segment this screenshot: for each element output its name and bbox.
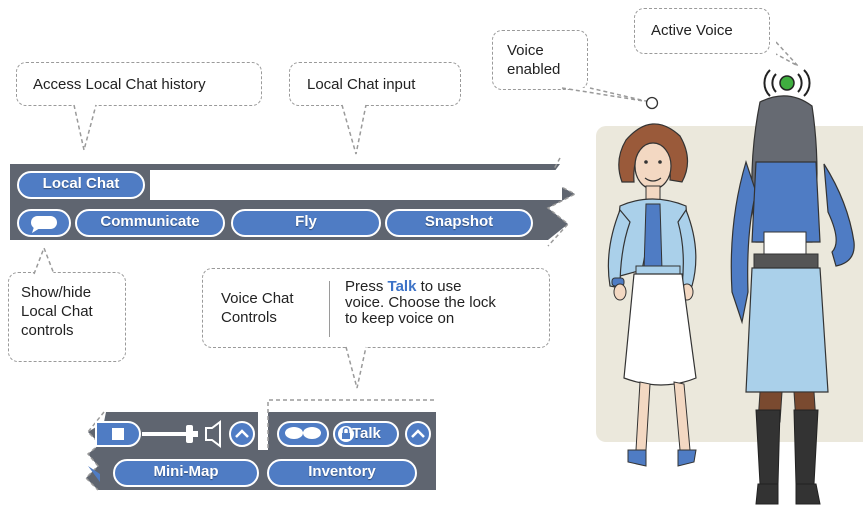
voice-indicator-icon <box>763 69 811 97</box>
callout-show-hide-line2: Local Chat <box>21 303 93 320</box>
fly-button-shape[interactable] <box>231 209 381 237</box>
minimap-button-shape[interactable] <box>113 459 259 487</box>
voice-controls-title-line2: Controls <box>221 309 277 326</box>
local-chat-button[interactable]: Local Chat <box>42 175 120 192</box>
voice-controls-divider <box>329 281 330 337</box>
voice-controls-title-line1: Voice Chat <box>221 290 294 307</box>
chat-bubble-icon <box>31 216 57 233</box>
local-chat-bar <box>10 157 577 247</box>
chevron-up-icon[interactable] <box>229 421 255 447</box>
callout-local-chat-input: Local Chat input <box>289 62 461 106</box>
callout-voice-chat-controls-tail <box>345 346 367 389</box>
talk-button[interactable]: Talk <box>352 425 381 442</box>
callout-active-voice: Active Voice <box>634 8 770 54</box>
callout-show-hide-tail <box>33 246 55 275</box>
callout-show-hide: Show/hide Local Chat controls <box>8 272 126 362</box>
callout-active-voice-text: Active Voice <box>651 22 733 39</box>
chevron-up-icon[interactable] <box>405 421 431 447</box>
communicate-button-shape[interactable] <box>75 209 225 237</box>
avatar-back <box>730 95 855 505</box>
stop-icon[interactable] <box>95 421 141 447</box>
minimap-button[interactable]: Mini-Map <box>153 463 219 480</box>
snapshot-button-shape[interactable] <box>385 209 533 237</box>
callout-voice-enabled: Voice enabled <box>492 30 588 90</box>
voice-bar <box>84 399 436 491</box>
local-chat-input-field[interactable] <box>150 170 562 200</box>
voice-desc-pre: Press <box>345 278 388 295</box>
callout-local-chat-history-tail <box>73 104 97 151</box>
voice-controls-desc: Press Talk to use voice. Choose the lock… <box>345 279 496 327</box>
avatar-front <box>607 123 697 467</box>
callout-voice-chat-controls: Voice Chat Controls Press Talk to use vo… <box>202 268 550 348</box>
inventory-button-shape[interactable] <box>267 459 417 487</box>
speaker-icon[interactable] <box>205 420 221 448</box>
snapshot-button[interactable]: Snapshot <box>424 213 494 230</box>
voice-controls-title: Voice Chat Controls <box>221 289 294 327</box>
callout-local-chat-history: Access Local Chat history <box>16 62 262 106</box>
voice-toggle-icon[interactable] <box>277 421 329 447</box>
communicate-button[interactable]: Communicate <box>100 213 200 230</box>
inventory-button[interactable]: Inventory <box>308 463 376 480</box>
callout-show-hide-line1: Show/hide <box>21 284 92 301</box>
local-chat-button-shape[interactable] <box>17 171 145 199</box>
callout-voice-enabled-tail <box>561 87 659 110</box>
callout-show-hide-line3: controls <box>21 322 74 339</box>
lock-icon[interactable] <box>338 426 354 442</box>
callout-voice-enabled-line1: Voice <box>507 42 544 59</box>
volume-slider-icon[interactable] <box>142 425 198 443</box>
voice-desc-post1: to use <box>416 278 462 295</box>
callout-local-chat-history-text: Access Local Chat history <box>33 76 206 93</box>
voice-desc-line3: to keep voice on <box>345 310 455 327</box>
callout-active-voice-tail <box>776 41 799 67</box>
voice-desc-line2: voice. Choose the lock <box>345 294 496 311</box>
callout-local-chat-input-tail <box>341 104 367 155</box>
callout-local-chat-input-text: Local Chat input <box>307 76 416 93</box>
voice-desc-talk: Talk <box>387 278 417 295</box>
fly-button[interactable]: Fly <box>295 213 317 230</box>
callout-voice-enabled-line2: enabled <box>507 61 561 78</box>
